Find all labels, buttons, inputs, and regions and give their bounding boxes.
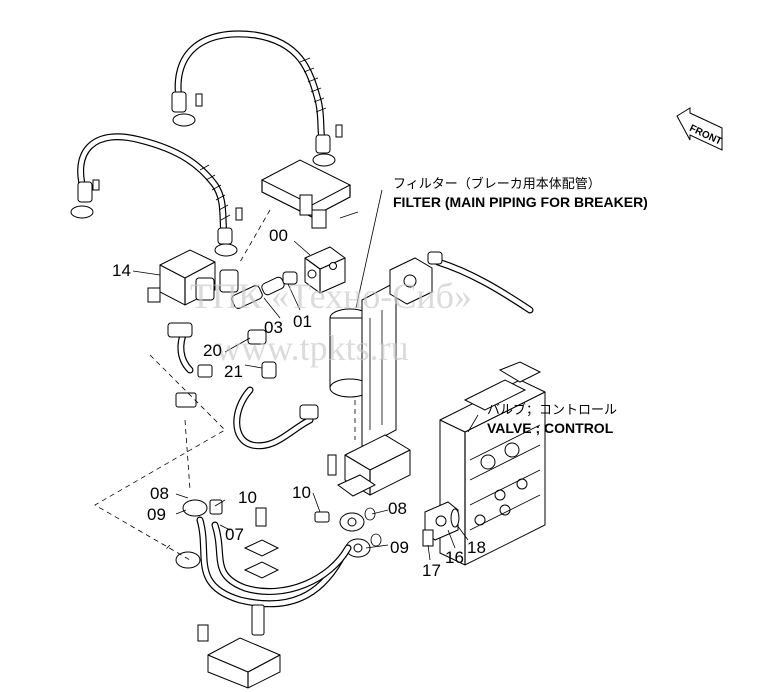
callout-10a: 10 xyxy=(238,488,257,507)
callout-00: 00 xyxy=(269,226,288,245)
valve-caption-en: VALVE ; CONTROL xyxy=(487,420,614,436)
flange-16-18 xyxy=(422,501,460,547)
lower-hoses xyxy=(175,499,352,608)
fittings-cluster xyxy=(167,271,319,420)
control-valve xyxy=(439,361,546,566)
leader-lines xyxy=(132,189,479,561)
upper-bracket xyxy=(260,159,359,229)
valve-hose-right xyxy=(389,251,534,314)
watermark-url: www.tpkts.ru xyxy=(215,328,409,368)
callout-07: 07 xyxy=(225,525,244,544)
hose-fittings-upper xyxy=(70,91,343,257)
callout-01: 01 xyxy=(293,312,312,331)
callout-08a: 08 xyxy=(150,484,169,503)
clamp-plate-14 xyxy=(147,249,239,306)
front-arrow: FRONT xyxy=(676,107,723,151)
watermark: ТПК «Техно-Сиб» www.tpkts.ru xyxy=(190,276,472,368)
callouts: 00 14 03 01 20 21 10 08 09 07 10 08 09 1… xyxy=(112,226,486,580)
guide-lines xyxy=(94,209,356,561)
callout-10b: 10 xyxy=(292,483,311,502)
callout-14: 14 xyxy=(112,261,131,280)
callout-09b: 09 xyxy=(390,538,409,557)
callout-17: 17 xyxy=(422,561,441,580)
filter-caption-jp: フィルター（ブレーカ用本体配管） xyxy=(393,176,601,192)
callout-03: 03 xyxy=(264,318,283,337)
filter-bracket-lower xyxy=(327,434,411,497)
filter-block xyxy=(304,246,346,294)
filter-caption-en: FILTER (MAIN PIPING FOR BREAKER) xyxy=(393,194,648,210)
filter-canister xyxy=(329,281,397,449)
lower-brackets xyxy=(197,507,281,689)
captions: フィルター（ブレーカ用本体配管） FILTER (MAIN PIPING FOR… xyxy=(393,176,648,436)
valve-caption-jp: バルブ；コントロール xyxy=(487,402,617,418)
flange-08-09-right xyxy=(314,507,382,558)
callout-18: 18 xyxy=(467,538,486,557)
callout-21: 21 xyxy=(224,362,243,381)
watermark-company: ТПК «Техно-Сиб» xyxy=(190,276,472,316)
callout-16: 16 xyxy=(445,548,464,567)
callout-20: 20 xyxy=(203,341,222,360)
callout-08b: 08 xyxy=(388,499,407,518)
callout-09a: 09 xyxy=(147,505,166,524)
upper-hose-assembly xyxy=(77,30,327,239)
